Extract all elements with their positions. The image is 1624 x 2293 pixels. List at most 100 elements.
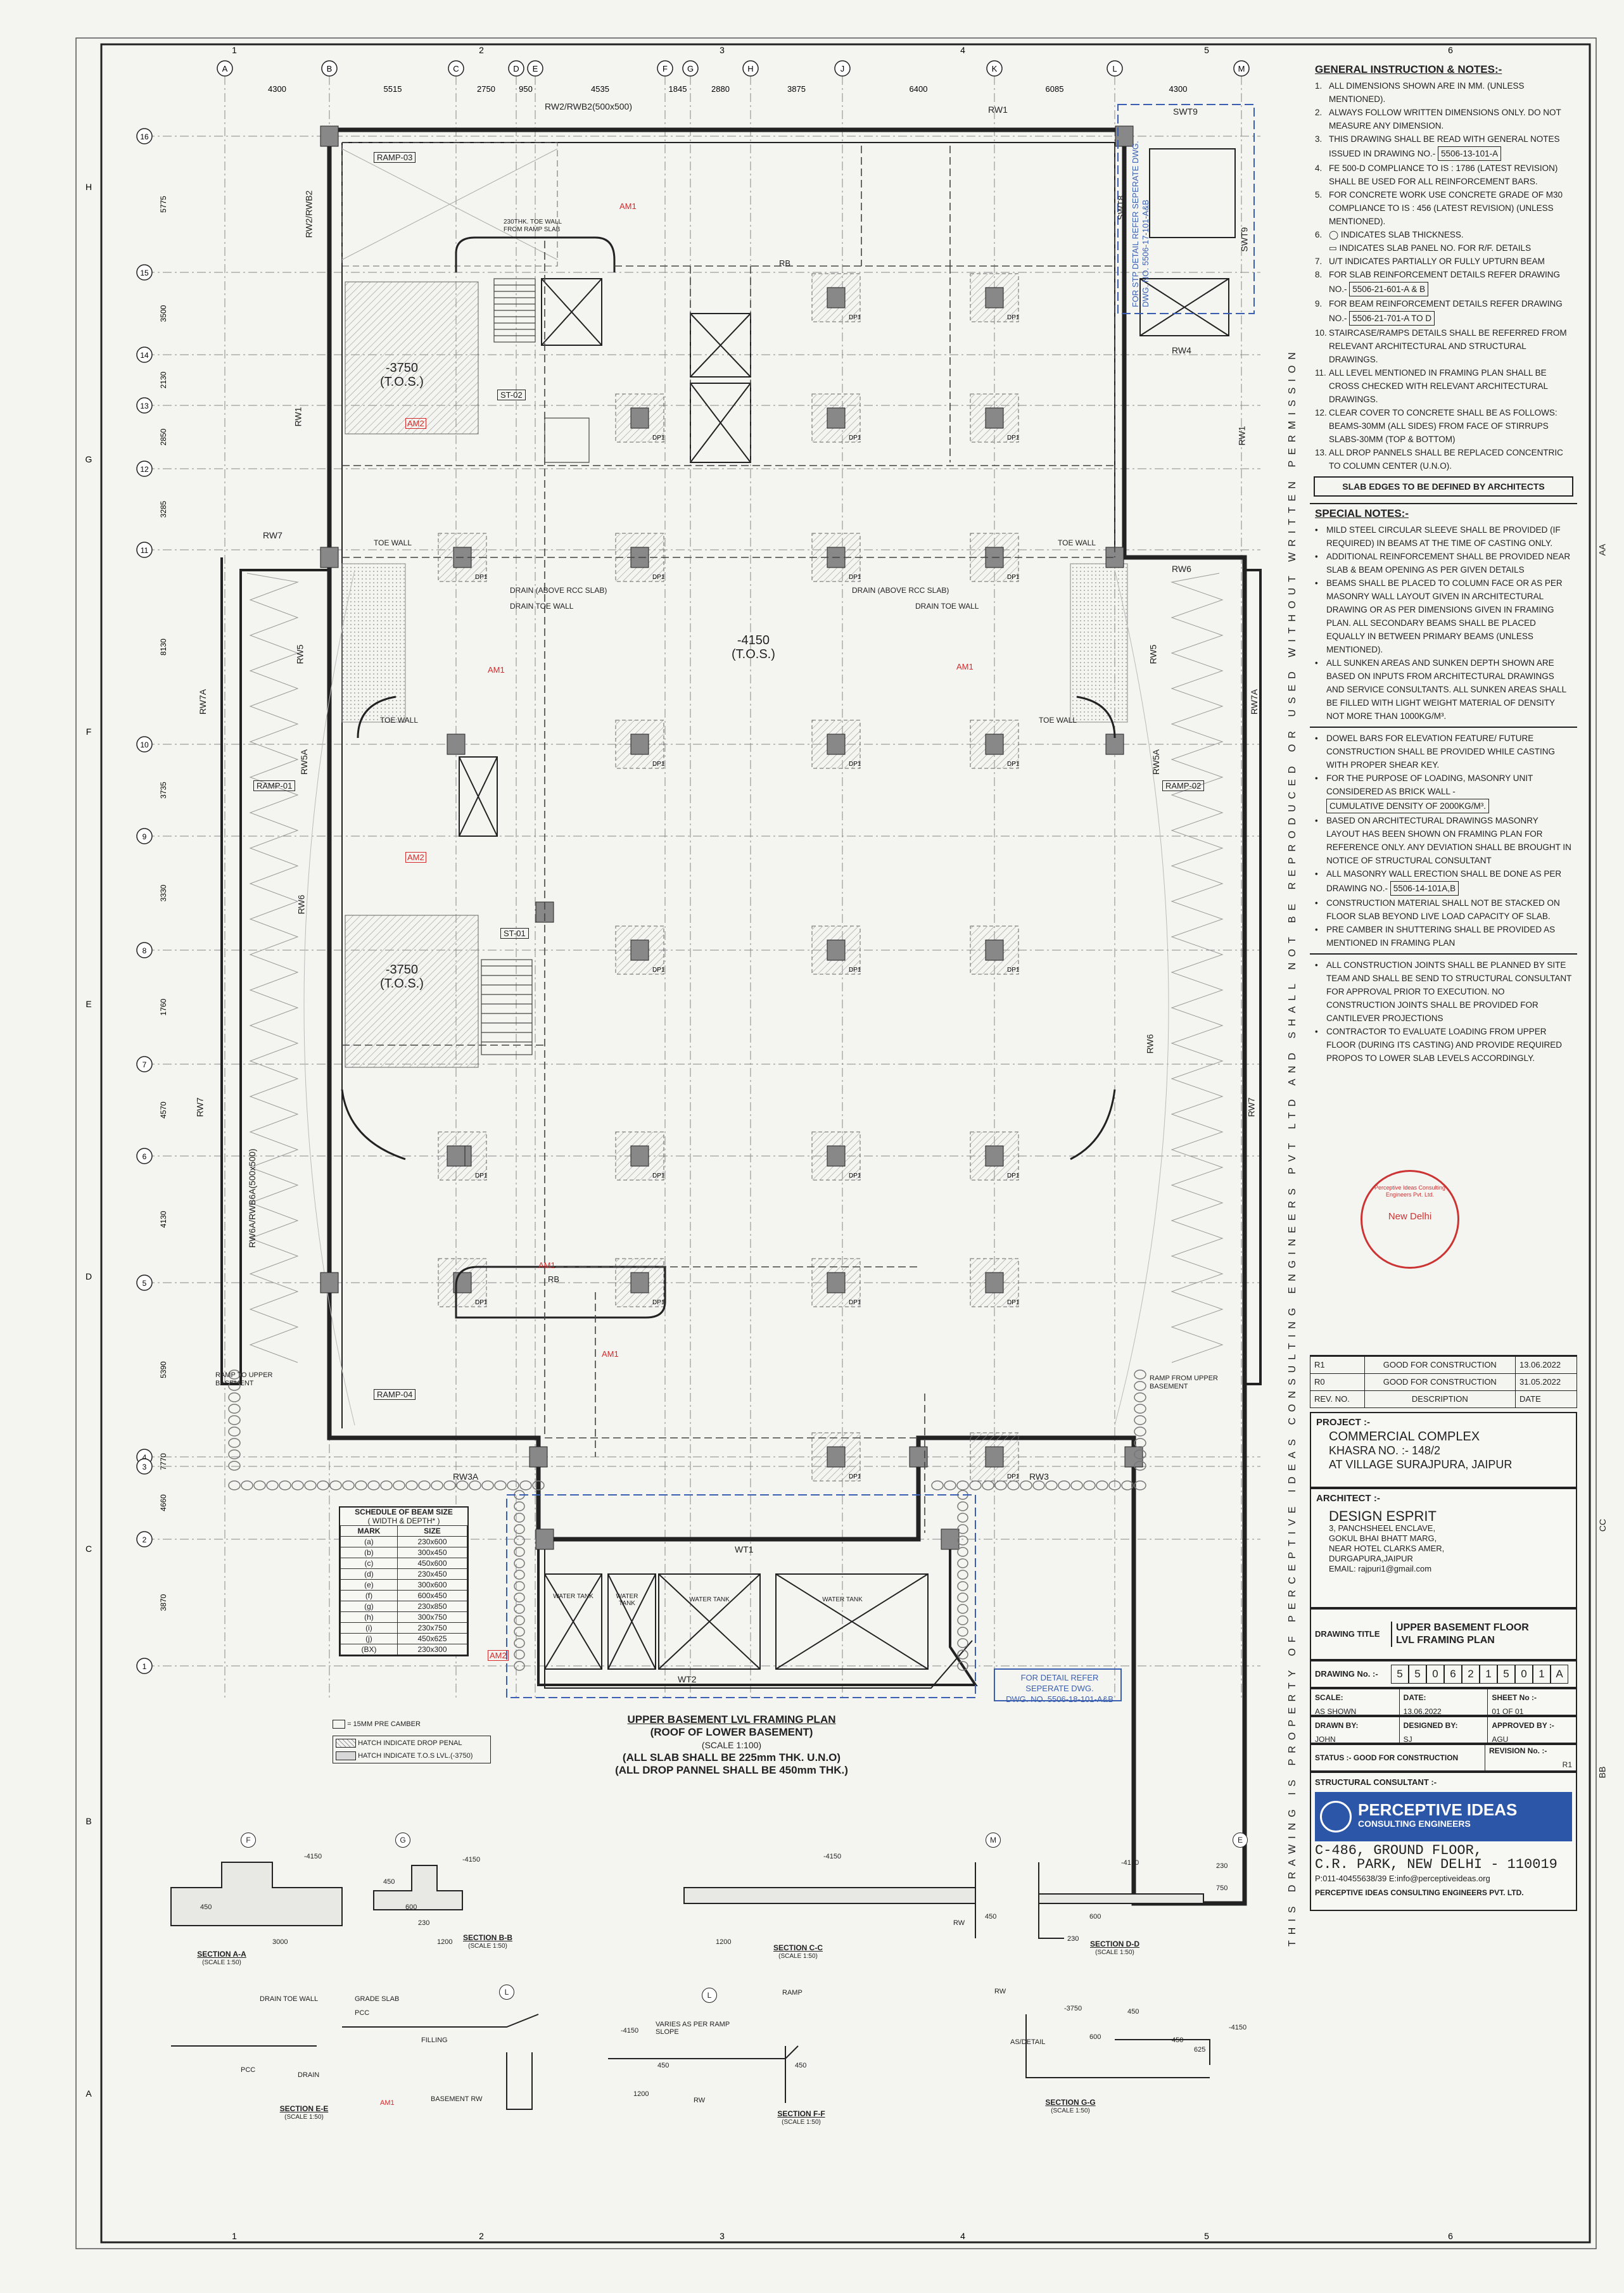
svg-text:DP1: DP1 bbox=[849, 1299, 861, 1306]
section-dimension: 450 bbox=[985, 1913, 997, 1921]
beam-label-rb2: RB bbox=[548, 1274, 560, 1284]
drop-panels: DP1DP1DP1DP1DP1DP1DP1DP1DP1DP1DP1DP1DP1D… bbox=[320, 125, 1143, 1550]
svg-text:C: C bbox=[453, 64, 459, 73]
row-dim: 2130 bbox=[159, 371, 168, 388]
ramp-areas bbox=[303, 142, 1169, 1426]
beam-schedule: SCHEDULE OF BEAM SIZE ( WIDTH & DEPTH* )… bbox=[339, 1506, 469, 1656]
svg-text:10: 10 bbox=[140, 740, 149, 749]
section-label: AM1 bbox=[380, 2099, 395, 2107]
sheet-col-bottom-6: 6 bbox=[1448, 2231, 1453, 2241]
scale-date-sheet: SCALE:AS SHOWN DATE:13.06.2022 SHEET No … bbox=[1310, 1688, 1577, 1716]
svg-text:DP1: DP1 bbox=[652, 1299, 665, 1306]
section-dimension: 230 bbox=[1067, 1935, 1079, 1943]
beam-label-rw6-mid: RW6 bbox=[1145, 1034, 1155, 1054]
beam-label-swt9: SWT9 bbox=[1173, 106, 1198, 117]
general-note: 11.ALL LEVEL MENTIONED IN FRAMING PLAN S… bbox=[1315, 368, 1548, 404]
column bbox=[941, 1528, 960, 1550]
section-label: RW bbox=[694, 2097, 706, 2104]
sheet-col-bottom-4: 4 bbox=[960, 2231, 965, 2241]
gravel-edge bbox=[228, 1369, 1146, 1671]
beam-label-rw7-right: RW7 bbox=[1246, 1097, 1257, 1117]
sheet-col-2: 2 bbox=[479, 45, 484, 55]
section-dimension: 1200 bbox=[437, 1938, 453, 1946]
svg-text:DP1: DP1 bbox=[1007, 1299, 1020, 1306]
section-dimension: 230 bbox=[418, 1919, 430, 1927]
notes-panel: GENERAL INSTRUCTION & NOTES:- 1.ALL DIME… bbox=[1310, 60, 1577, 2242]
section-title: SECTION G-G(SCALE 1:50) bbox=[1045, 2098, 1096, 2114]
section-title: SECTION C-C(SCALE 1:50) bbox=[773, 1943, 823, 1960]
grid-bubble-row-6: 6 bbox=[136, 1148, 153, 1164]
general-note: 12.CLEAR COVER TO CONCRETE SHALL BE AS F… bbox=[1315, 408, 1557, 444]
retaining-wall-zigzag bbox=[246, 573, 1224, 1363]
general-note: 3.THIS DRAWING SHALL BE READ WITH GENERA… bbox=[1310, 132, 1577, 162]
section-title: SECTION E-E(SCALE 1:50) bbox=[279, 2104, 329, 2121]
am2-marker-2: AM2 bbox=[405, 852, 426, 863]
drawing-number-digit: 2 bbox=[1462, 1665, 1480, 1684]
section-level: -4150 bbox=[823, 1853, 842, 1860]
architect-address-line: EMAIL: rajpuri1@gmail.com bbox=[1329, 1564, 1432, 1573]
drop-panel: DP1 bbox=[811, 1131, 861, 1181]
col-dim: 5515 bbox=[384, 84, 402, 94]
svg-text:DP1: DP1 bbox=[652, 435, 665, 441]
section-dimension: 450 bbox=[795, 2062, 807, 2069]
section-dimension: 450 bbox=[657, 2062, 669, 2069]
row-dim: 3285 bbox=[159, 500, 168, 518]
schedule-row: (i)230x750 bbox=[340, 1622, 468, 1634]
section-label: VARIES AS PER RAMP SLOPE bbox=[656, 2021, 730, 2036]
toe-wall-label-4: TOE WALL bbox=[1039, 716, 1077, 725]
beam-label-rw7-left: RW7 bbox=[194, 1097, 205, 1117]
section-level: -4150 bbox=[621, 2027, 639, 2035]
sheet-row-A: A bbox=[86, 2088, 92, 2099]
drawn-designed-approved: DRAWN BY:JOHN DESIGNED BY:SJ APPROVED BY… bbox=[1310, 1716, 1577, 1744]
grid-bubble-row-2: 2 bbox=[136, 1531, 153, 1547]
special-note: •MILD STEEL CIRCULAR SLEEVE SHALL BE PRO… bbox=[1315, 525, 1561, 548]
drop-panel: DP1 bbox=[811, 273, 861, 322]
drawing-number-digit: 1 bbox=[1480, 1665, 1497, 1684]
drop-panel: DP1 bbox=[811, 1432, 861, 1482]
general-note: ▭ INDICATES SLAB PANEL NO. FOR R/F. DETA… bbox=[1329, 243, 1532, 253]
sheet-col-bottom-1: 1 bbox=[232, 2231, 237, 2241]
project-block: PROJECT :- COMMERCIAL COMPLEX KHASRA NO.… bbox=[1310, 1412, 1577, 1488]
side-letter-aa: AA bbox=[1597, 543, 1608, 556]
grid-bubble-row-9: 9 bbox=[136, 828, 153, 844]
section-label: GRADE SLAB bbox=[355, 1995, 400, 2003]
grid-bubble-col-G: G bbox=[682, 60, 699, 77]
section-dimension: 450 bbox=[383, 1878, 395, 1886]
sheet-row-C: C bbox=[86, 1544, 92, 1554]
water-tank-2: WATER TANK bbox=[616, 1593, 638, 1607]
section-label: PCC bbox=[241, 2066, 256, 2074]
section-grid-bubble: M bbox=[986, 1832, 1001, 1848]
section-dimension: 3000 bbox=[272, 1938, 288, 1946]
svg-text:DP1: DP1 bbox=[849, 761, 861, 768]
grid-bubble-col-F: F bbox=[657, 60, 673, 77]
beam-label-rw2-left: RW2/RWB2 bbox=[303, 190, 314, 238]
beam-label-rw7a-right: RW7A bbox=[1249, 689, 1260, 715]
special-note: •ALL MASONRY WALL ERECTION SHALL BE DONE… bbox=[1310, 867, 1577, 896]
section-dimension: 1200 bbox=[633, 2090, 649, 2098]
drawing-number-digit: 5 bbox=[1391, 1665, 1409, 1684]
svg-text:DP1: DP1 bbox=[652, 761, 665, 768]
section-title: SECTION B-B(SCALE 1:50) bbox=[463, 1933, 512, 1950]
row-dim: 4130 bbox=[159, 1210, 168, 1228]
svg-text:DP1: DP1 bbox=[1007, 314, 1020, 321]
row-dim: 8130 bbox=[159, 638, 168, 656]
am1-marker-3: AM1 bbox=[619, 201, 637, 211]
drawing-number-digit: A bbox=[1551, 1665, 1568, 1684]
svg-text:1: 1 bbox=[143, 1662, 147, 1671]
grid-bubble-col-M: M bbox=[1233, 60, 1250, 77]
beam-label-rw5-right: RW5 bbox=[1148, 644, 1158, 664]
section-level: -4150 bbox=[1121, 1859, 1139, 1867]
row-dim: 7770 bbox=[159, 1453, 168, 1470]
svg-text:DP1: DP1 bbox=[652, 1172, 665, 1179]
section-dimension: 230 bbox=[1216, 1862, 1228, 1870]
grid-bubble-row-1: 1 bbox=[136, 1658, 153, 1674]
schedule-row: (h)300x750 bbox=[340, 1611, 468, 1623]
col-dim: 6085 bbox=[1046, 84, 1064, 94]
toe-wall-note: 230THK. TOE WALL FROM RAMP SLAB bbox=[504, 219, 562, 233]
general-note: 6.◯ INDICATES SLAB THICKNESS. bbox=[1315, 230, 1464, 239]
svg-text:DP1: DP1 bbox=[849, 435, 861, 441]
svg-text:M: M bbox=[1238, 64, 1245, 73]
